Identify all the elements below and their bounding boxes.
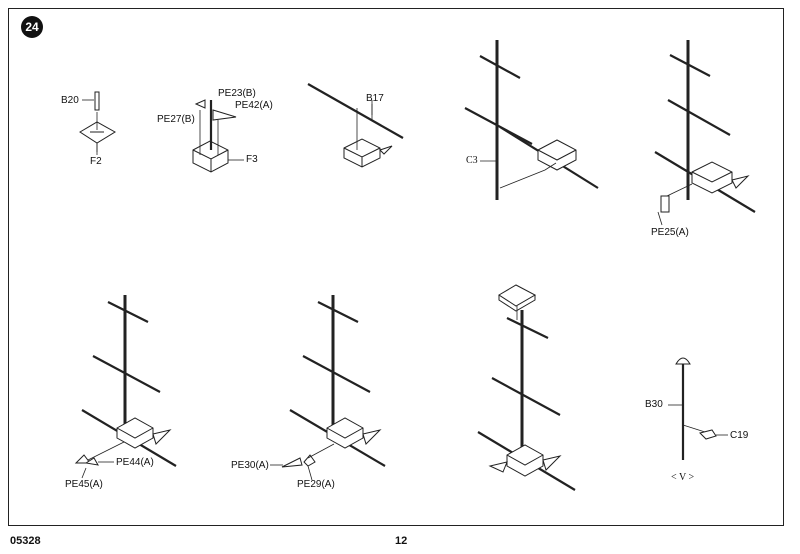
subassembly-b20-f2 bbox=[79, 91, 116, 152]
subassembly-mast-pe29-pe30 bbox=[281, 295, 386, 468]
subassembly-b17 bbox=[307, 83, 404, 168]
label-pe44a: PE44(A) bbox=[116, 457, 154, 468]
label-pe27b: PE27(B) bbox=[157, 114, 195, 125]
subassembly-b30-c19 bbox=[675, 357, 717, 460]
label-pe45a: PE45(A) bbox=[65, 479, 103, 490]
label-f3: F3 bbox=[246, 154, 258, 165]
subassembly-mast-c3 bbox=[464, 40, 599, 200]
instruction-frame bbox=[8, 8, 784, 526]
leader-lines bbox=[81, 99, 728, 481]
part-pe30a bbox=[281, 457, 303, 468]
part-pe25a bbox=[660, 195, 670, 213]
part-b20 bbox=[94, 91, 100, 111]
label-pe23b: PE23(B) bbox=[218, 88, 256, 99]
label-c19: C19 bbox=[730, 430, 749, 441]
part-pe45a bbox=[74, 454, 91, 464]
part-pe42a bbox=[212, 109, 237, 121]
part-c19 bbox=[699, 429, 717, 440]
label-pe42a: PE42(A) bbox=[235, 100, 273, 111]
label-c3: C3 bbox=[466, 155, 478, 166]
subassembly-mast-pe44-pe45 bbox=[74, 295, 177, 467]
label-b30: B30 bbox=[645, 399, 663, 410]
label-pe30a: PE30(A) bbox=[231, 460, 269, 471]
label-view-v: < V > bbox=[671, 472, 695, 483]
label-b17: B17 bbox=[366, 93, 384, 104]
step-number-badge: 24 bbox=[21, 16, 43, 38]
page-number: 12 bbox=[395, 535, 408, 547]
part-pe29a bbox=[303, 454, 316, 467]
label-pe29a: PE29(A) bbox=[297, 479, 335, 490]
part-pe27b bbox=[194, 99, 206, 109]
label-b20: B20 bbox=[61, 95, 79, 106]
label-f2: F2 bbox=[90, 156, 102, 167]
subassembly-f3 bbox=[192, 99, 244, 173]
subassembly-mast-top bbox=[477, 284, 576, 491]
label-pe25a: PE25(A) bbox=[651, 227, 689, 238]
subassembly-mast-pe25 bbox=[654, 40, 756, 213]
part-b17 bbox=[307, 83, 404, 139]
catalog-number: 05328 bbox=[10, 535, 41, 547]
part-pe44a bbox=[84, 457, 99, 466]
